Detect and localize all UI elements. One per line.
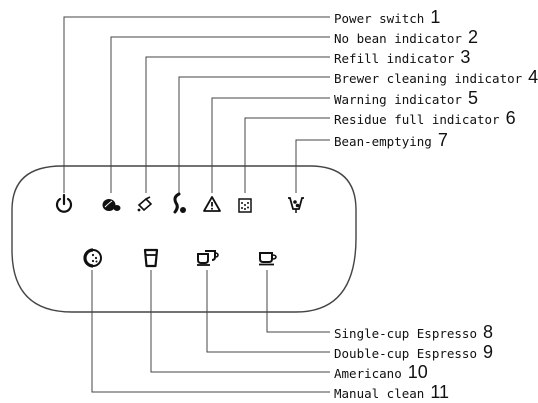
double-cup-espresso-icon[interactable] (196, 249, 220, 267)
power-icon[interactable] (54, 193, 74, 216)
leader-line-5 (211, 97, 330, 193)
leader-line-1 (63, 16, 330, 193)
leader-line-4 (178, 76, 330, 193)
leader-line-11 (91, 270, 330, 393)
leader-line-3 (145, 56, 330, 193)
leader-line-9 (206, 270, 330, 353)
manual-clean-icon[interactable] (83, 248, 103, 268)
single-cup-espresso-icon[interactable] (257, 250, 279, 266)
bean-emptying-icon[interactable] (286, 194, 306, 214)
americano-icon[interactable] (142, 248, 160, 268)
no-bean-icon (102, 199, 121, 211)
control-panel-outline (11, 165, 357, 313)
leader-line-2 (110, 36, 330, 193)
leader-line-10 (150, 270, 330, 373)
leader-line-6 (244, 117, 330, 193)
leader-line-7 (295, 139, 330, 193)
brewer-cleaning-icon (173, 192, 186, 214)
warning-icon (203, 196, 221, 212)
leader-line-8 (266, 270, 330, 333)
residue-full-icon (238, 198, 252, 213)
refill-icon (137, 196, 153, 212)
